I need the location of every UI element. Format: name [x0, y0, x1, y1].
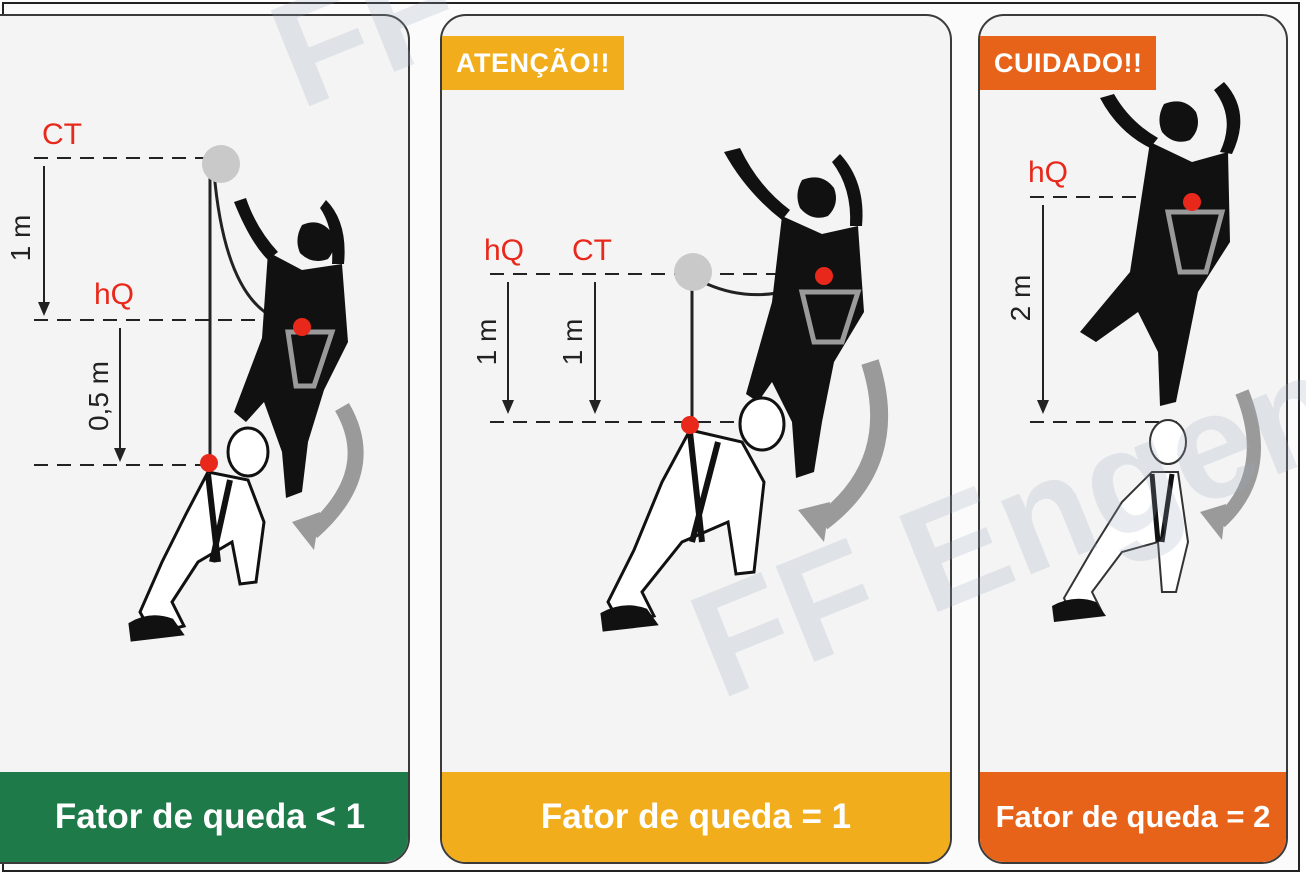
- falling-worker-icon: [234, 198, 348, 498]
- panel-3-illustration: hQ 2 m: [1005, 82, 1261, 622]
- panel-1-illustration: CT hQ 1 m 0,5 m: [5, 118, 364, 642]
- panel-2-illustration: hQ CT 1 m 1 m: [471, 148, 889, 632]
- panel-fall-factor-equal-one: ATENÇÃO!! hQ CT 1 m 1 m: [440, 14, 952, 864]
- upper-dimension-label: 1 m: [5, 215, 36, 262]
- arrested-worker-outline-icon: [1052, 419, 1190, 622]
- swing-arrow-icon: [306, 402, 364, 538]
- falling-worker-icon: [1080, 82, 1241, 406]
- panel-fall-factor-less-than-one: CT hQ 1 m 0,5 m: [0, 14, 410, 864]
- arrested-worker-outline-icon: [128, 426, 270, 642]
- swing-arrow-icon: [1215, 389, 1261, 528]
- connection-point-icon: [681, 416, 699, 434]
- anchor-point-icon: [674, 253, 712, 291]
- panel-2-footer: Fator de queda = 1: [442, 772, 950, 862]
- falling-worker-icon: [724, 148, 864, 478]
- arrested-worker-outline-icon: [600, 396, 786, 632]
- connection-point-icon: [200, 454, 218, 472]
- panel-fall-factor-two: CUIDADO!! hQ 2 m: [978, 14, 1288, 864]
- fall-factor-label: Fator de queda < 1: [54, 797, 366, 836]
- swing-arrow-icon: [816, 359, 889, 530]
- main-dimension-label: 2 m: [1005, 275, 1036, 322]
- hq-label: hQ: [484, 234, 524, 267]
- ct-label: CT: [572, 234, 612, 267]
- panel-1-footer: Fator de queda < 1: [0, 772, 408, 862]
- danger-tag: CUIDADO!!: [980, 36, 1157, 90]
- lower-dimension-label: 0,5 m: [83, 361, 114, 431]
- fall-factor-label: Fator de queda = 2: [995, 799, 1271, 834]
- hq-label: hQ: [1028, 156, 1068, 189]
- hq-label: hQ: [94, 278, 134, 311]
- right-dimension-label: 1 m: [557, 319, 588, 366]
- anchor-point-icon: [202, 145, 240, 183]
- left-dimension-label: 1 m: [471, 319, 502, 366]
- warning-tag: ATENÇÃO!!: [442, 36, 624, 90]
- ct-label: CT: [42, 118, 82, 151]
- fall-factor-label: Fator de queda = 1: [540, 797, 852, 836]
- panel-3-footer: Fator de queda = 2: [980, 772, 1286, 862]
